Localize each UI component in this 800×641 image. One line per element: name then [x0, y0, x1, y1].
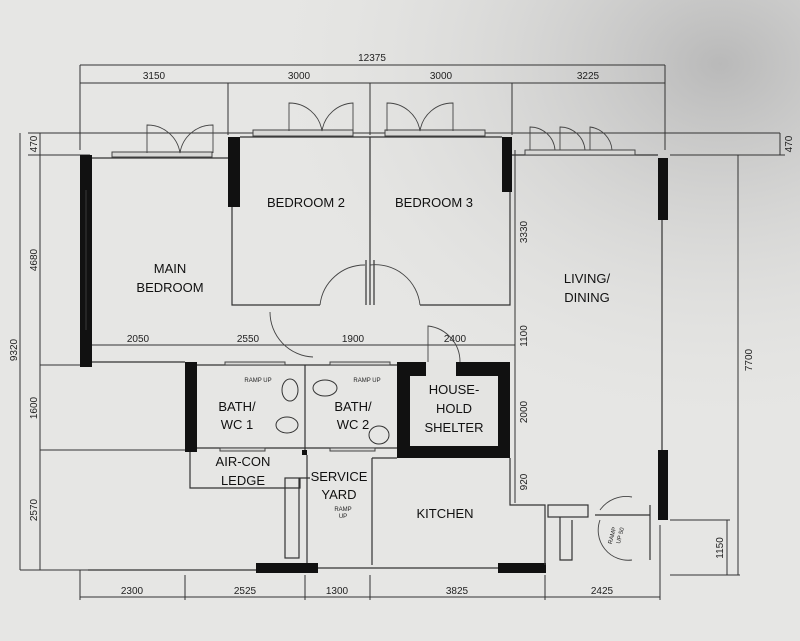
room-shelter-1: HOUSE- [429, 382, 480, 397]
room-bath1-2: WC 1 [221, 417, 254, 432]
dim-int-v-2: 1100 [519, 325, 530, 347]
room-main-bedroom-1: MAIN [154, 261, 187, 276]
sink-icon [368, 425, 390, 445]
dim-left-3: 1600 [29, 396, 40, 419]
dim-bottom-5: 2425 [591, 586, 614, 597]
up-label: UP [339, 514, 347, 520]
dim-int-4: 2400 [444, 334, 467, 345]
doors [146, 102, 633, 561]
toilet-icon [312, 379, 338, 397]
dim-int-v-1: 3330 [519, 220, 530, 243]
ramp-label: RAMP [608, 527, 618, 545]
dim-top-4: 3225 [577, 71, 600, 82]
room-bath2-2: WC 2 [337, 417, 370, 432]
toilet-icon [275, 416, 299, 434]
dim-int-3: 1900 [342, 334, 365, 345]
dim-left-4: 2570 [29, 498, 40, 521]
dim-int-1: 2050 [127, 334, 150, 345]
dim-right-top: 470 [784, 135, 795, 152]
walls [80, 137, 668, 573]
dim-total-width: 12375 [358, 53, 386, 64]
dim-right-total: 7700 [744, 348, 755, 371]
ramp-label: RAMP [334, 507, 351, 513]
room-kitchen: KITCHEN [416, 506, 473, 521]
room-shelter-3: SHELTER [425, 420, 484, 435]
dim-left-total: 9320 [9, 338, 20, 361]
dim-int-v-4: 920 [519, 473, 530, 490]
dim-bottom-3: 1300 [326, 586, 349, 597]
up-50-label: UP 50 [616, 526, 626, 544]
dim-right-bottom: 1150 [715, 537, 726, 559]
room-bath2-1: BATH/ [334, 399, 372, 414]
ramp-up-label: RAMP UP [244, 378, 271, 384]
room-labels: MAIN BEDROOM BEDROOM 2 BEDROOM 3 LIVING/… [136, 195, 610, 521]
dim-int-2: 2550 [237, 334, 260, 345]
room-shelter-2: HOLD [436, 401, 472, 416]
dim-left-2: 4680 [29, 248, 40, 271]
dim-bottom-1: 2300 [121, 586, 144, 597]
room-aircon-1: AIR-CON [216, 454, 271, 469]
dim-top-3: 3000 [430, 71, 453, 82]
dim-int-v-3: 2000 [519, 400, 530, 423]
dim-top-1: 3150 [143, 71, 166, 82]
windows [111, 129, 636, 452]
fixtures [275, 378, 390, 445]
ramp-up-label: RAMP UP [353, 378, 380, 384]
room-main-bedroom-2: BEDROOM [136, 280, 203, 295]
dim-bottom-2: 2525 [234, 586, 257, 597]
room-bath1-1: BATH/ [218, 399, 256, 414]
ramp-labels: RAMP UP RAMP UP RAMP UP RAMP UP 50 [244, 378, 626, 545]
dim-left-1: 470 [29, 135, 40, 152]
dim-top-2: 3000 [288, 71, 311, 82]
room-service-1: SERVICE [311, 469, 368, 484]
room-bedroom-2: BEDROOM 2 [267, 195, 345, 210]
toilet-icon [281, 378, 299, 402]
dim-bottom-4: 3825 [446, 586, 469, 597]
room-living-2: DINING [564, 290, 610, 305]
room-aircon-2: LEDGE [221, 473, 265, 488]
room-living-1: LIVING/ [564, 271, 611, 286]
room-service-2: YARD [321, 487, 356, 502]
room-bedroom-3: BEDROOM 3 [395, 195, 473, 210]
